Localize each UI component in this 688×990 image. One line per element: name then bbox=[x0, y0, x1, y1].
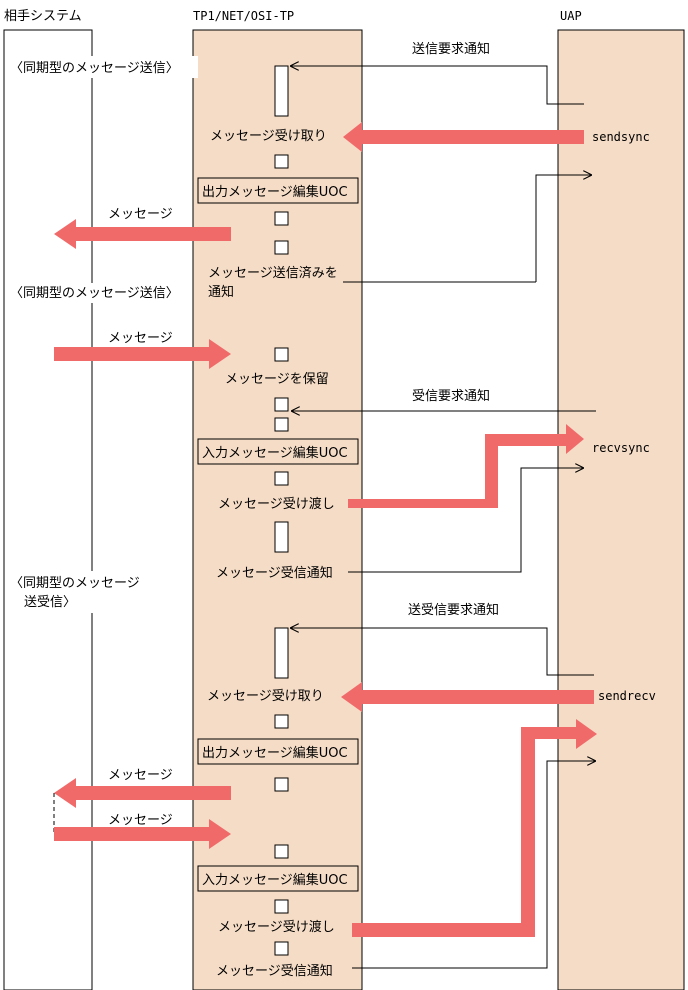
uap-header: UAP bbox=[560, 9, 582, 23]
msg-hold-label: メッセージを保留 bbox=[225, 372, 329, 387]
message-label-3: メッセージ bbox=[108, 768, 173, 783]
sendrecv-arrow bbox=[341, 682, 594, 712]
output-uoc-label: 出力メッセージ編集UOC bbox=[202, 184, 348, 200]
recv-request-label: 受信要求通知 bbox=[412, 388, 490, 404]
tp1-header: TP1/NET/OSI-TP bbox=[193, 9, 294, 23]
sendrecv-function: sendrecv bbox=[598, 689, 656, 703]
msg-handover-label-2: メッセージ受け渡し bbox=[218, 919, 335, 935]
process-box bbox=[274, 211, 289, 226]
process-box bbox=[274, 844, 289, 859]
activation-bar bbox=[274, 627, 289, 679]
msg-receive-label: メッセージ受け取り bbox=[210, 129, 327, 144]
process-box bbox=[274, 471, 289, 486]
send-request-arrow bbox=[290, 66, 584, 105]
input-uoc-box-2 bbox=[197, 865, 359, 892]
section-label-2: 〈同期型のメッセージ送信〉 bbox=[10, 286, 179, 301]
output-uoc-box-2 bbox=[197, 738, 359, 765]
process-box bbox=[274, 777, 289, 792]
process-box bbox=[274, 347, 289, 362]
message-in-arrow-2 bbox=[54, 819, 231, 849]
recv-notify-arrow bbox=[348, 468, 584, 573]
process-box bbox=[274, 714, 289, 729]
sendrecv-request-label: 送受信要求通知 bbox=[408, 602, 499, 618]
activation-bar bbox=[274, 65, 289, 117]
section-label-3a: 〈同期型のメッセージ bbox=[10, 576, 140, 591]
recvsync-arrow bbox=[348, 424, 584, 508]
process-box bbox=[274, 240, 289, 255]
sent-notify-label-1: メッセージ送信済みを bbox=[208, 265, 338, 281]
partner-lane bbox=[3, 29, 93, 990]
sendsync-arrow bbox=[343, 122, 584, 152]
msg-handover-label: メッセージ受け渡し bbox=[218, 496, 335, 512]
recv-notify-arrow-2 bbox=[352, 761, 596, 969]
input-uoc-box bbox=[197, 438, 359, 465]
process-box bbox=[274, 397, 289, 412]
input-uoc-label-2: 入力メッセージ編集UOC bbox=[202, 872, 348, 888]
output-uoc-box bbox=[197, 177, 359, 204]
process-box bbox=[274, 417, 289, 432]
partner-header: 相手システム bbox=[4, 9, 82, 24]
sendsync-function: sendsync bbox=[592, 130, 650, 144]
msg-receive-label-2: メッセージ受け取り bbox=[207, 689, 324, 704]
process-box bbox=[274, 899, 289, 914]
uap-lane bbox=[557, 29, 685, 990]
process-box bbox=[274, 154, 289, 169]
output-uoc-label-2: 出力メッセージ編集UOC bbox=[202, 745, 348, 761]
message-label-4: メッセージ bbox=[108, 813, 173, 828]
message-in-arrow-1 bbox=[54, 339, 231, 369]
uoc-return-arrow bbox=[535, 175, 592, 282]
message-label-2: メッセージ bbox=[108, 331, 173, 346]
section-label-1: 〈同期型のメッセージ送信〉 bbox=[10, 61, 179, 76]
input-uoc-label: 入力メッセージ編集UOC bbox=[202, 445, 348, 461]
message-out-arrow-1 bbox=[54, 219, 231, 249]
message-label-1: メッセージ bbox=[108, 207, 173, 222]
sent-notify-label-2: 通知 bbox=[208, 284, 234, 300]
process-box bbox=[274, 941, 289, 956]
section-label-3b: 送受信〉 bbox=[24, 595, 76, 610]
activation-bar bbox=[274, 521, 289, 553]
send-request-label: 送信要求通知 bbox=[412, 41, 490, 57]
recvsync-function: recvsync bbox=[592, 441, 650, 455]
message-out-arrow-2 bbox=[54, 778, 231, 808]
recv-notify-label: メッセージ受信通知 bbox=[216, 565, 333, 581]
sendrecv-request-arrow bbox=[290, 628, 594, 676]
recv-notify-label-2: メッセージ受信通知 bbox=[216, 963, 333, 979]
